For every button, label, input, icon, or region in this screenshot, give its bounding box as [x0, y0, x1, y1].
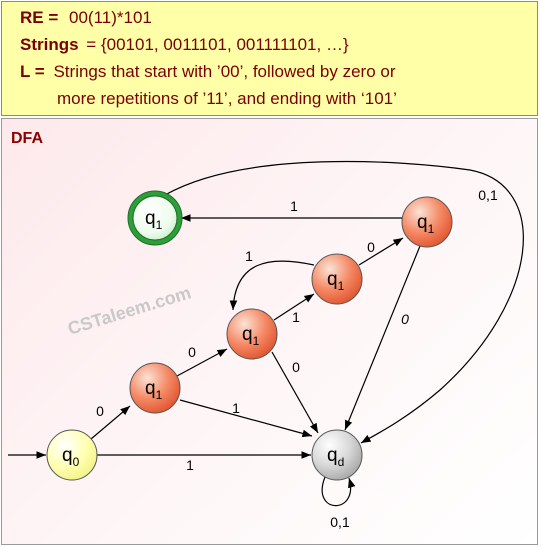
transition-label-a-qd: 1 — [232, 400, 240, 416]
state-qd: qd — [311, 429, 363, 481]
transition-label-b-qd: 0 — [292, 359, 300, 375]
transition-qd-qd — [321, 476, 356, 507]
regex-label: RE = — [20, 8, 59, 27]
transition-label-a-b: 0 — [188, 344, 196, 360]
regex-value: 00(11)*101 — [69, 8, 152, 27]
transition-label-f-qd: 0,1 — [478, 187, 498, 203]
transition-label-c-d: 0 — [367, 239, 375, 255]
transition-d-qd — [344, 245, 421, 431]
transition-c-b — [229, 260, 315, 311]
state-a: q1 — [129, 362, 181, 414]
state-q0: q0 — [46, 429, 98, 481]
transition-label-c-b: 1 — [245, 248, 253, 264]
strings-label: Strings — [20, 35, 79, 54]
transition-a-b — [176, 348, 228, 377]
transition-label-d-f: 1 — [290, 198, 298, 214]
state-c: q1 — [311, 253, 363, 305]
transition-c-d — [358, 237, 404, 266]
transition-label-q0-a: 0 — [96, 403, 104, 419]
transition-b-qd — [271, 351, 319, 434]
state-b: q1 — [226, 308, 278, 360]
strings-value: = {00101, 0011101, 001111101, …} — [86, 35, 349, 54]
state-d: q1 — [401, 196, 453, 248]
strings-line: Strings = {00101, 0011101, 001111101, …} — [20, 35, 349, 55]
state-f: q1 — [127, 190, 183, 246]
transition-a-qd — [179, 399, 313, 438]
language-desc-2: more repetitions of ’11’, and ending wit… — [57, 89, 397, 108]
language-desc-1: Strings that start with ’00’, followed b… — [53, 62, 396, 81]
transition-label-qd-qd: 0,1 — [330, 514, 350, 530]
watermark: CSTaleem.com — [65, 282, 193, 338]
transition-b-c — [273, 293, 315, 321]
regex-line: RE = 00(11)*101 — [20, 8, 152, 28]
header-panel: RE = 00(11)*101 Strings = {00101, 001110… — [1, 1, 538, 116]
transition-q0-a — [90, 405, 131, 440]
transitions: 0 1 0 1 1 0 1 0 1 0 0,1 0,1 — [8, 160, 524, 530]
transition-label-q0-qd: 1 — [186, 457, 194, 473]
language-line-2: more repetitions of ’11’, and ending wit… — [57, 89, 397, 109]
states: q0 q1 q1 q1 q1 q1 qd — [46, 190, 453, 481]
transition-f-qd — [164, 160, 524, 444]
dfa-title: DFA — [11, 130, 43, 147]
transition-label-b-c: 1 — [292, 309, 300, 325]
language-label: L = — [20, 62, 45, 81]
language-line: L = Strings that start with ’00’, follow… — [20, 62, 396, 82]
transition-label-d-qd: 0 — [401, 311, 409, 327]
